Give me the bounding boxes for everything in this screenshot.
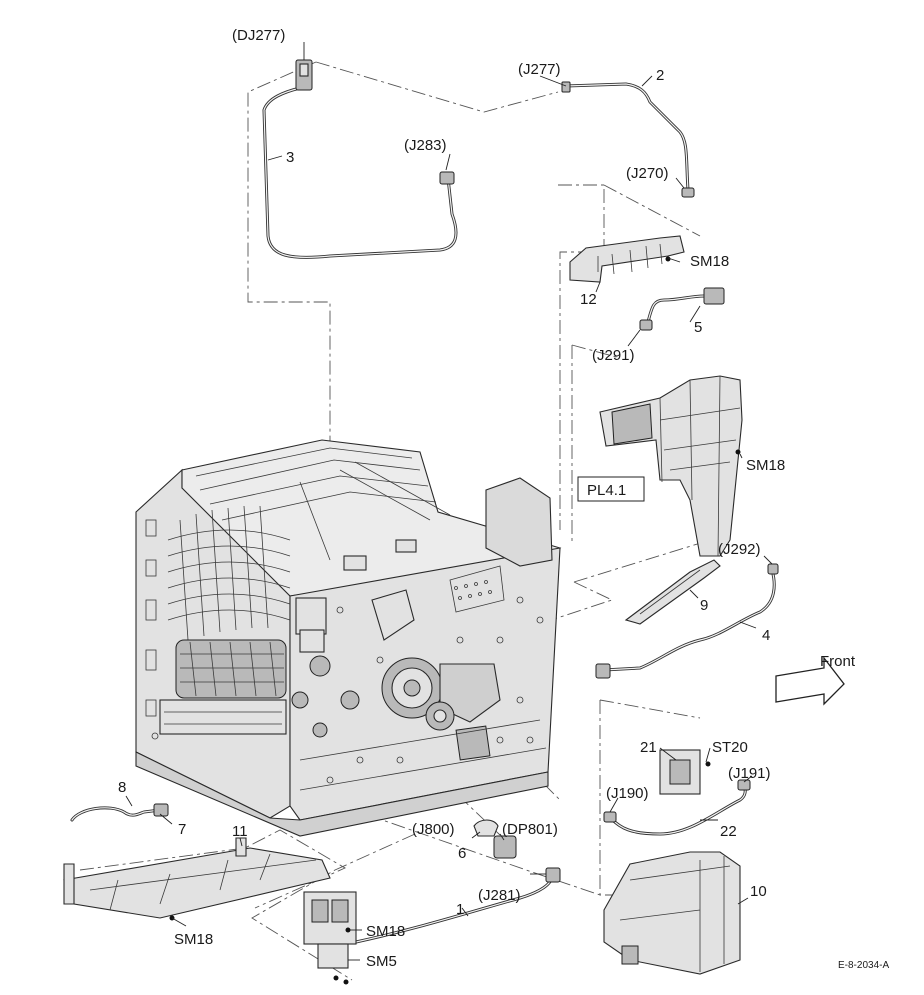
label-part-7: 7 bbox=[178, 821, 186, 838]
label-part-2: 2 bbox=[656, 67, 664, 84]
label-j281: (J281) bbox=[478, 887, 521, 904]
label-sm18-mid: SM18 bbox=[746, 457, 785, 474]
power-cord bbox=[70, 806, 162, 822]
label-j191: (J191) bbox=[728, 765, 771, 782]
label-part-3: 3 bbox=[286, 149, 294, 166]
part-10 bbox=[603, 851, 741, 975]
label-pl41: PL4.1 bbox=[587, 482, 626, 499]
label-front: Front bbox=[820, 653, 856, 670]
part-12 bbox=[569, 235, 685, 283]
leader-lines bbox=[125, 42, 773, 961]
label-sm18-top: SM18 bbox=[690, 253, 729, 270]
part-21 bbox=[659, 749, 711, 795]
label-j292: (J292) bbox=[718, 541, 761, 558]
label-st20: ST20 bbox=[712, 739, 748, 756]
harness-22 bbox=[608, 784, 747, 836]
label-sm18-bottom-left: SM18 bbox=[174, 931, 213, 948]
harness-4 bbox=[602, 568, 776, 672]
harness-2 bbox=[564, 82, 690, 192]
label-part-9: 9 bbox=[700, 597, 708, 614]
label-sm5: SM5 bbox=[366, 953, 397, 970]
label-j270: (J270) bbox=[626, 165, 669, 182]
label-part-10: 10 bbox=[750, 883, 767, 900]
label-part-12: 12 bbox=[580, 291, 597, 308]
power-inlet bbox=[303, 891, 357, 985]
label-part-5: 5 bbox=[694, 319, 702, 336]
harness-5 bbox=[646, 294, 706, 324]
label-j800: (J800) bbox=[412, 821, 455, 838]
label-part-1: 1 bbox=[456, 901, 464, 918]
pl41-reference-box: PL4.1 bbox=[577, 476, 645, 502]
label-j291: (J291) bbox=[592, 347, 635, 364]
label-j190: (J190) bbox=[606, 785, 649, 802]
connectors bbox=[153, 59, 779, 883]
figure-id: E-8-2034-A bbox=[838, 960, 889, 971]
label-part-8: 8 bbox=[118, 779, 126, 796]
label-part-6: 6 bbox=[458, 845, 466, 862]
pl41-frame bbox=[599, 375, 743, 557]
label-dj277: (DJ277) bbox=[232, 27, 285, 44]
callout-labels: (DJ277) (J277) 2 3 (J283) (J270) SM18 12… bbox=[118, 27, 889, 971]
main-frame-assembly bbox=[135, 439, 562, 837]
front-direction-arrow bbox=[775, 656, 845, 706]
label-part-4: 4 bbox=[762, 627, 770, 644]
label-j277: (J277) bbox=[518, 61, 561, 78]
part-9 bbox=[624, 559, 721, 625]
label-part-11: 11 bbox=[232, 823, 248, 840]
label-dp801: (DP801) bbox=[502, 821, 558, 838]
harness-1 bbox=[354, 874, 554, 944]
cable-harnesses bbox=[70, 82, 776, 944]
label-sm18-bottom: SM18 bbox=[366, 923, 405, 940]
label-part-22: 22 bbox=[720, 823, 737, 840]
part-11 bbox=[63, 837, 331, 921]
label-part-21: 21 bbox=[640, 739, 657, 756]
harness-3 bbox=[262, 86, 458, 259]
label-j283: (J283) bbox=[404, 137, 447, 154]
